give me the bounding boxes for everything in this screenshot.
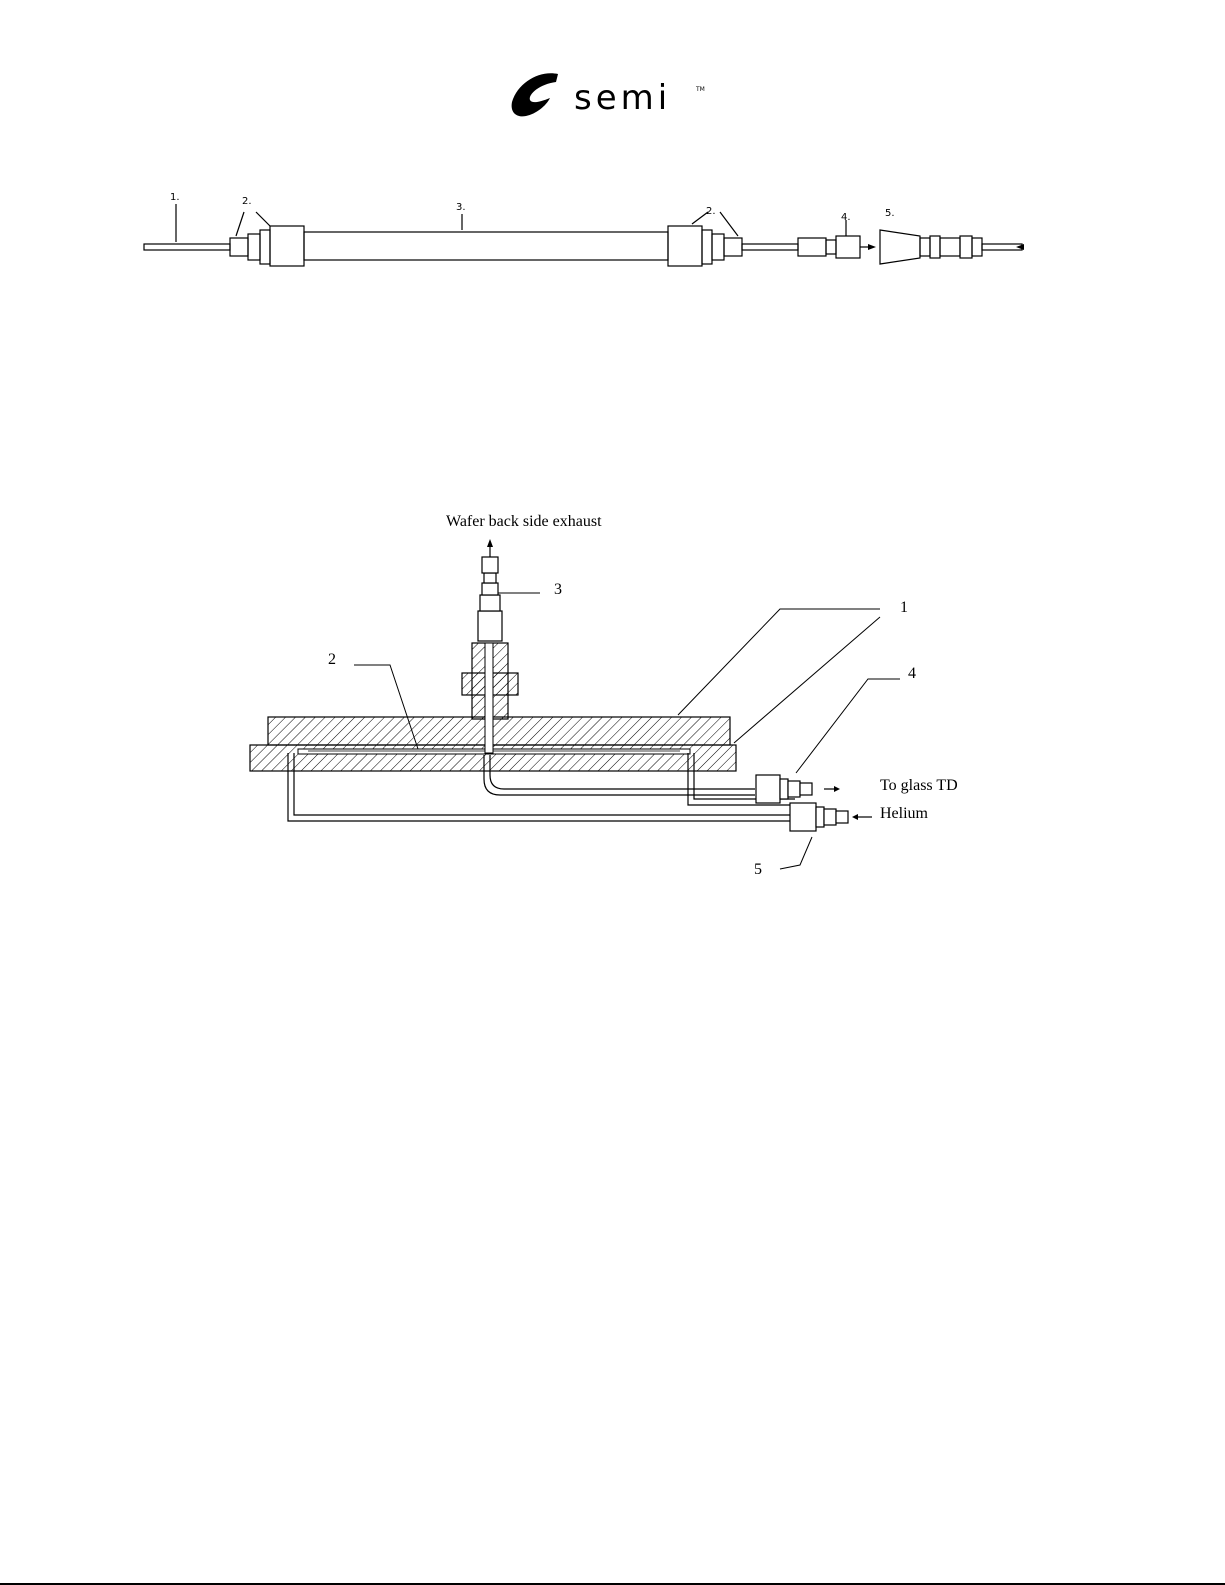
tube-assembly-figure: 1. 2. 3. 2. 4. 5. bbox=[140, 190, 1040, 280]
tube-assembly-drawing bbox=[140, 190, 1040, 280]
top-label-1: 1. bbox=[170, 192, 180, 203]
top-label-3: 3. bbox=[456, 202, 466, 213]
semi-logo: semi TM bbox=[510, 72, 710, 122]
wafer-holder-figure: Wafer back side exhaust 3 1 2 4 5 To gla… bbox=[240, 505, 1000, 905]
logo-wordmark: semi bbox=[574, 78, 671, 118]
figure-caption: Wafer back side exhaust bbox=[446, 513, 602, 531]
top-label-2-left: 2. bbox=[242, 196, 252, 207]
label-part-5: 5 bbox=[754, 861, 762, 879]
helium-label: Helium bbox=[880, 805, 928, 823]
wafer-holder-drawing bbox=[240, 505, 1000, 905]
label-part-4: 4 bbox=[908, 665, 916, 683]
label-part-1: 1 bbox=[900, 599, 908, 617]
trademark-symbol: TM bbox=[696, 86, 705, 93]
top-label-4: 4. bbox=[841, 212, 851, 223]
label-part-3: 3 bbox=[554, 581, 562, 599]
to-glass-td-label: To glass TD bbox=[880, 777, 958, 795]
semi-logo-mark bbox=[510, 72, 570, 118]
label-part-2: 2 bbox=[328, 651, 336, 669]
top-label-2-right: 2. bbox=[706, 206, 716, 217]
top-label-5: 5. bbox=[885, 208, 895, 219]
